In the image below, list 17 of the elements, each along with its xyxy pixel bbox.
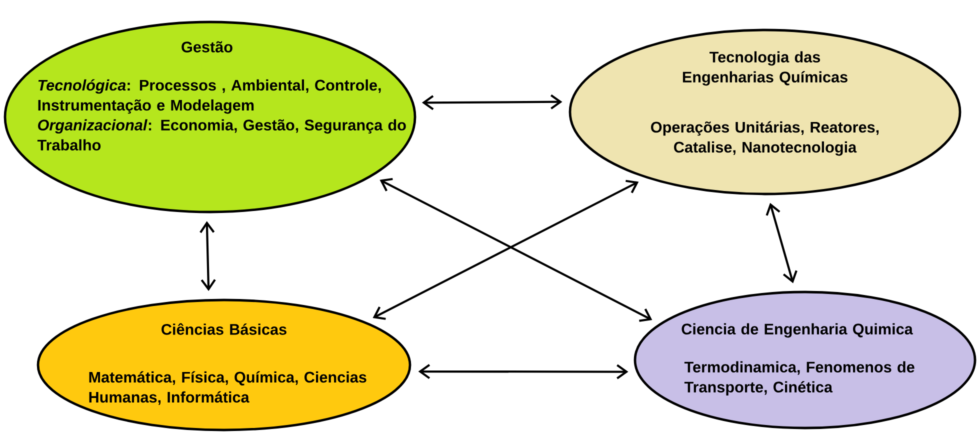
- node-title: Gestão: [182, 41, 232, 52]
- ellipse-node: [568, 28, 962, 196]
- ellipse-node: [634, 290, 976, 430]
- node-title: Tecnologia das Engenharias Químicas: [682, 51, 848, 86]
- node-text: Tecnológica: Processos , Ambiental, Controle, Instrumentação e Modelagem: [38, 79, 381, 114]
- node-title: Ciências Básicas: [162, 323, 286, 335]
- ellipse-node: [4, 20, 416, 214]
- double-arrow: [422, 94, 562, 110]
- node-text: Termodinamica, Fenomenos de Transporte, Cinética: [684, 361, 914, 396]
- node-text: Organizacional: Economia, Gestão, Segurança do Trabalho: [37, 119, 406, 151]
- node-text: Operações Unitárias, Reatores, Catalise, Nanotecnologia: [651, 121, 879, 156]
- double-arrow: [766, 202, 798, 284]
- ellipse-node: [36, 298, 412, 432]
- double-arrow: [418, 364, 628, 380]
- node-text: Matemática, Física, Química, Ciencias Humanas, Informática: [89, 371, 366, 405]
- node-title: Ciencia de Engenharia Quimica: [682, 323, 913, 338]
- double-arrow: [200, 221, 216, 292]
